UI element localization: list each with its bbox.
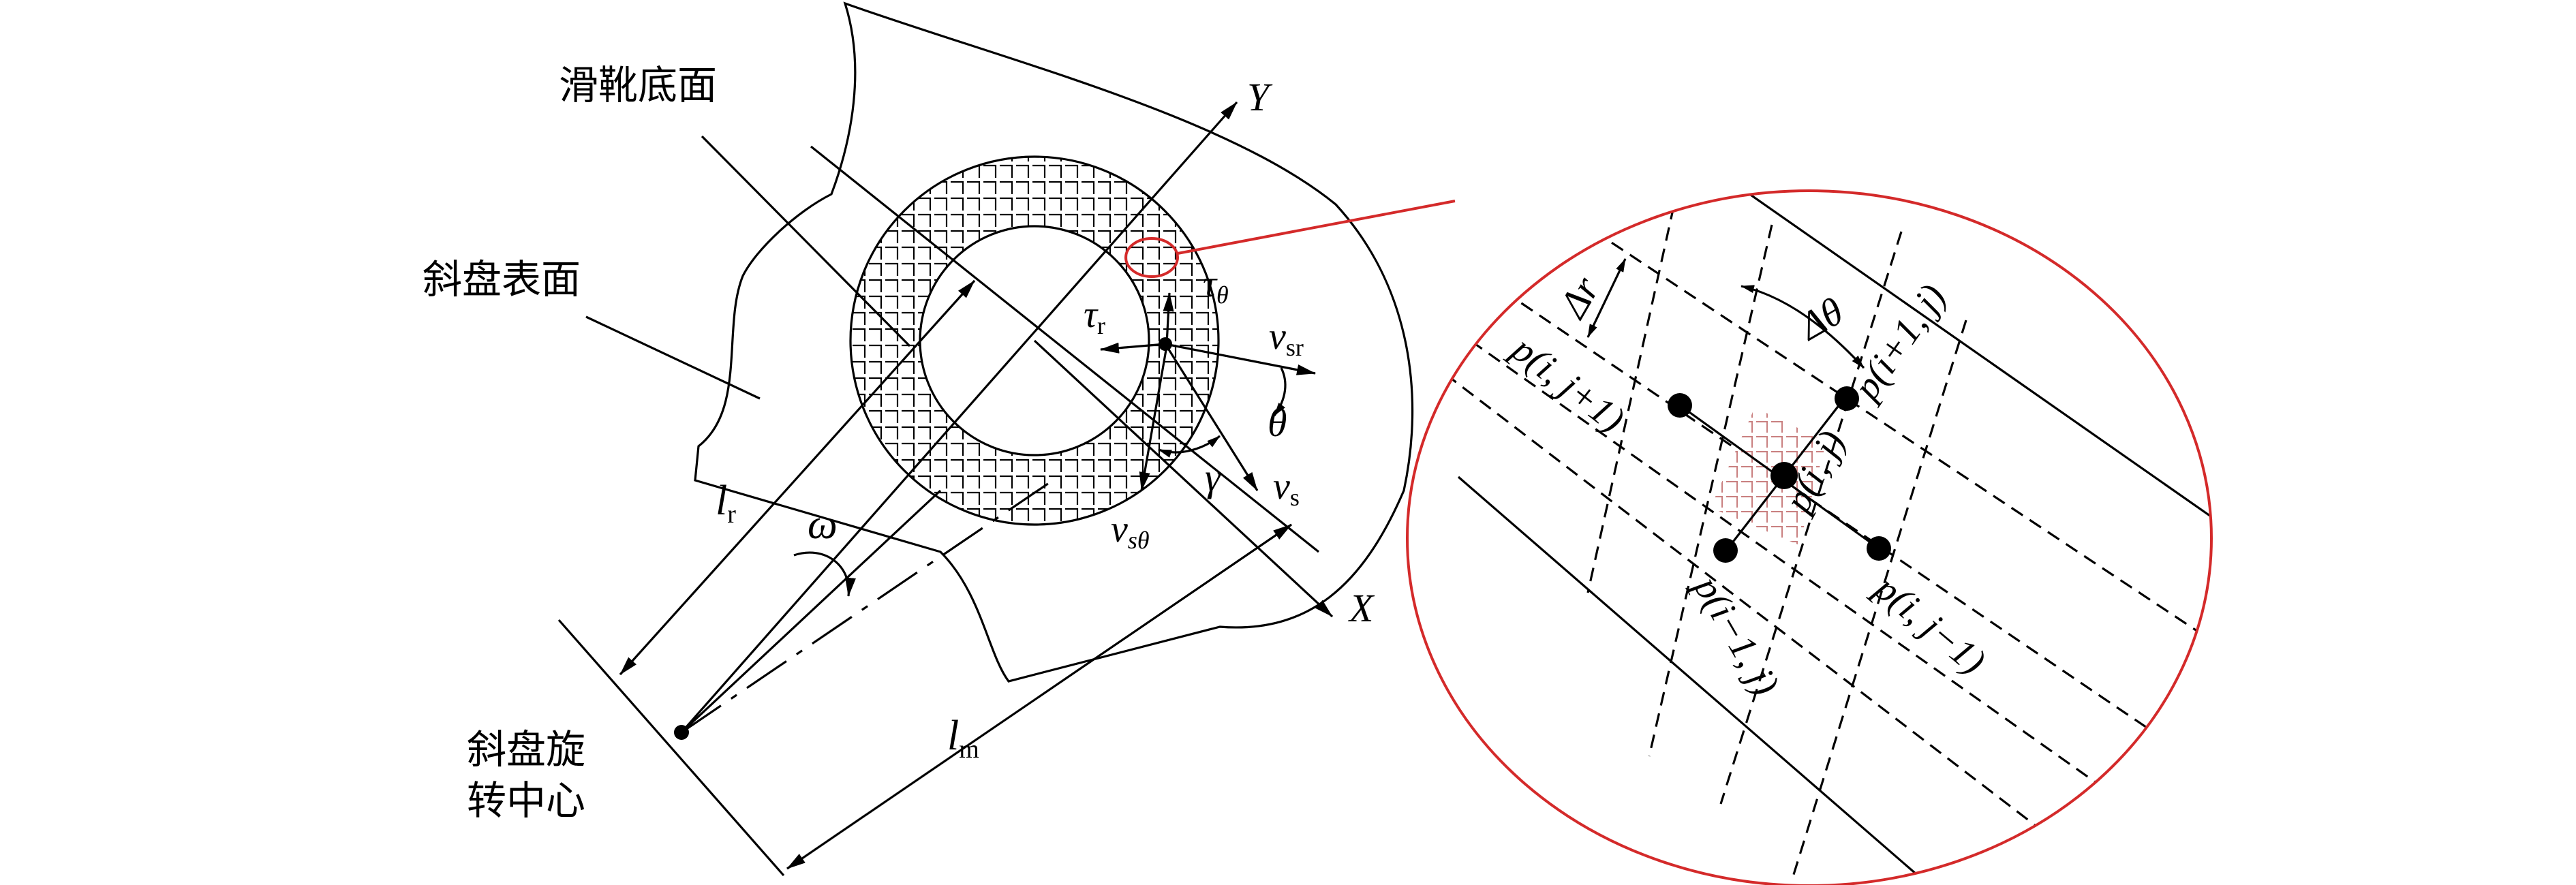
v-sr-sub: sr	[1286, 334, 1304, 361]
swashplate-surface-label: 斜盘表面	[423, 256, 581, 302]
l-m-dimension	[786, 523, 1292, 870]
x-axis-label: X	[1348, 586, 1375, 630]
tau-r-main: τ	[1084, 294, 1099, 336]
l-m-label: lm	[947, 713, 979, 764]
node-p-i-j	[1770, 462, 1798, 489]
l-m-main: l	[947, 713, 959, 759]
inset-grid-line-4	[1410, 346, 2079, 860]
delta-r-dimension	[1586, 258, 1627, 338]
v-s-main: v	[1273, 465, 1290, 508]
l-m-baseline	[557, 619, 785, 877]
rotation-center-label-2: 转中心	[467, 777, 585, 824]
callout-connector	[1177, 200, 1456, 255]
callout-source-circle	[1124, 237, 1179, 278]
v-sr-label: vsr	[1269, 315, 1304, 361]
node-p-i-jm1	[1867, 536, 1891, 561]
v-s-theta-label: vsθ	[1111, 508, 1150, 554]
inset-outer-boundary	[1642, 191, 2211, 540]
rotation-center-label-1: 斜盘旋	[467, 726, 585, 773]
tau-r-sub: r	[1097, 312, 1105, 339]
v-sr-main: v	[1269, 315, 1286, 358]
node-p-i-j1	[1668, 393, 1692, 418]
inset-grid-line-8	[1791, 320, 1967, 880]
v-s-theta-arrow	[1139, 345, 1168, 491]
inset-inner-boundary	[1457, 476, 1923, 880]
tau-theta-label: τθ	[1203, 263, 1229, 309]
l-r-label: lr	[716, 478, 736, 529]
y-axis-label: Y	[1247, 75, 1273, 119]
tau-theta-main: τ	[1203, 263, 1218, 305]
tau-theta-sub: θ	[1216, 281, 1229, 309]
node-p-im1-j	[1713, 538, 1738, 563]
slipper-bottom-label: 滑靴底面	[559, 62, 717, 108]
tau-theta-arrow	[1163, 292, 1174, 345]
control-volume-highlight	[1711, 407, 1826, 545]
theta-label: θ	[1268, 401, 1287, 445]
slipper-center-line	[810, 145, 1319, 553]
rotation-center-point	[674, 725, 689, 740]
inset-ellipse-border	[1406, 189, 2213, 885]
l-m-sub: m	[959, 735, 979, 764]
node-p-i1-j	[1835, 386, 1859, 411]
gamma-label: γ	[1205, 455, 1222, 499]
omega-label: ω	[808, 501, 838, 548]
inset-grid-line-3	[1417, 302, 2127, 805]
theta-angle-arc	[1273, 367, 1287, 416]
delta-theta-dimension	[1741, 285, 1865, 369]
inset-grid-line-5	[1586, 191, 1685, 593]
l-r-dimension	[619, 279, 976, 676]
inset-grid-line-1	[1502, 191, 2211, 649]
v-s-label: vs	[1273, 465, 1300, 511]
v-s-arrow	[1164, 343, 1259, 491]
omega-rotation-arrow	[793, 551, 856, 597]
tau-r-label: τr	[1084, 294, 1105, 339]
tau-r-arrow	[1100, 342, 1166, 354]
center-dashdot-line	[681, 479, 1054, 734]
v-s-theta-sub: sθ	[1128, 527, 1150, 554]
l-r-sub: r	[727, 500, 736, 529]
v-sr-arrow	[1165, 343, 1316, 375]
v-s-theta-main: v	[1111, 508, 1128, 550]
l-r-main: l	[716, 478, 727, 524]
inset-grid-line-7	[1719, 231, 1903, 805]
gamma-angle-arc	[1158, 435, 1221, 458]
inset-ellipse-background	[1407, 191, 2211, 885]
v-s-sub: s	[1290, 484, 1300, 511]
